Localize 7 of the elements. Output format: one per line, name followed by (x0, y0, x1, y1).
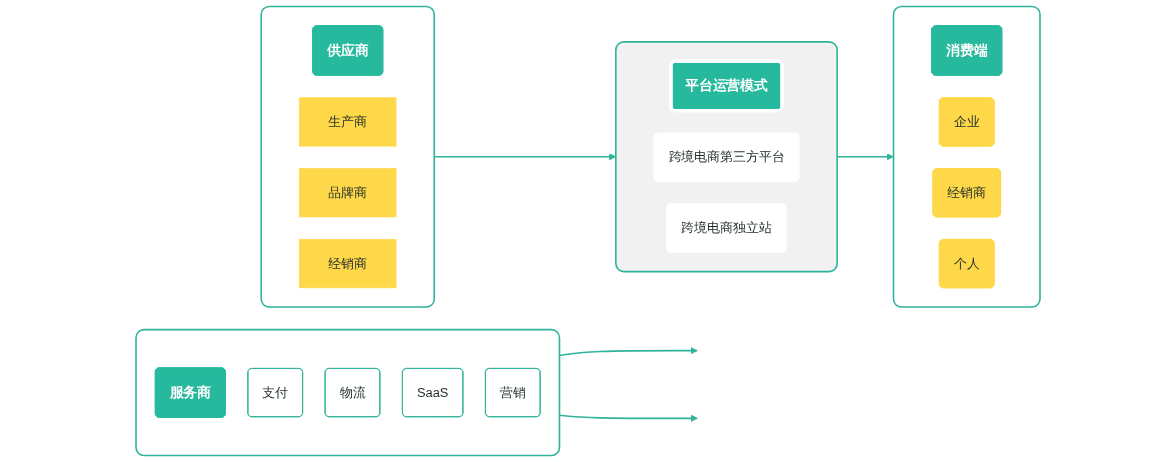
cluster (135, 328, 561, 457)
cluster (615, 41, 838, 273)
node-box: 经销商 (299, 239, 397, 289)
cluster (892, 5, 1041, 308)
node-box: 生产商 (299, 97, 397, 147)
node-box: 品牌商 (299, 168, 397, 218)
cluster (260, 5, 436, 308)
